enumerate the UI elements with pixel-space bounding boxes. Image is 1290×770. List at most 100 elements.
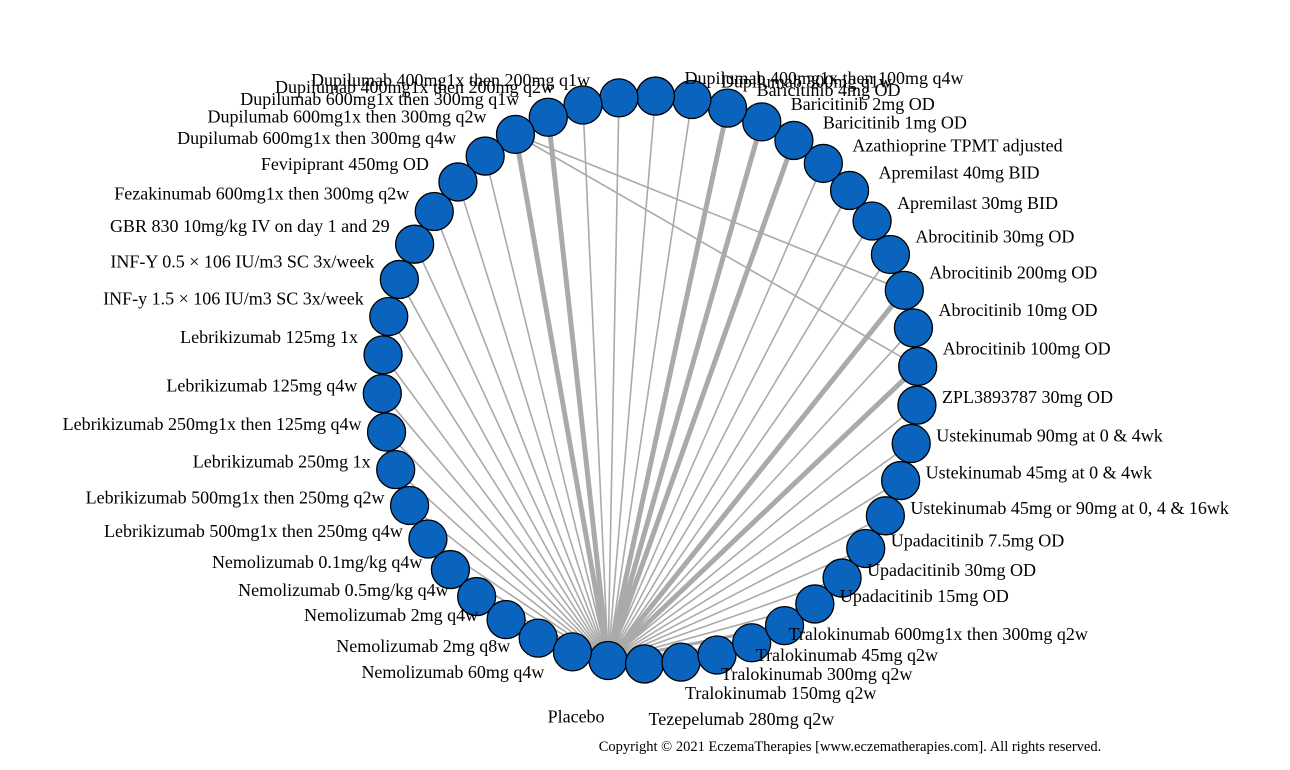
copyright-notice: Copyright © 2021 EczemaTherapies [www.ec… [598,739,1102,755]
node-dupi400_100q4w[interactable] [635,76,676,116]
node-nemo01[interactable] [430,549,471,590]
edge-placebo-abro200 [606,288,907,663]
node-tezep[interactable] [624,644,665,684]
node-label-fevi: Fevipiprant 450mg OD [261,154,429,174]
edge-placebo-abro10 [607,327,915,662]
node-label-nemo01: Nemolizumab 0.1mg/kg q4w [212,552,422,572]
node-nemo05[interactable] [456,576,497,617]
node-label-bari4: Baricitinib 4mg OD [757,80,901,100]
node-label-lebri500_250q2w: Lebrikizumab 500mg1x then 250mg q2w [86,487,385,507]
node-feza[interactable] [414,191,454,232]
edge-placebo-bari4 [605,107,731,662]
node-dupi600_300q2w[interactable] [495,114,536,155]
node-label-tralo600: Tralokinumab 600mg1x then 300mg q2w [789,624,1088,644]
node-label-tralo45: Tralokinumab 45mg q2w [756,645,938,665]
node-apre30[interactable] [852,201,892,241]
node-fevi[interactable] [438,162,478,202]
node-label-upa75: Upadacitinib 7.5mg OD [891,530,1064,550]
edge-placebo-upa75 [607,547,867,662]
edge-placebo-apre30 [607,220,873,661]
edge-dupi600_300q2w-abro200 [515,133,905,292]
node-upa15[interactable] [795,584,835,624]
edge-placebo-dupi400_200q1w [607,97,620,661]
node-upa75[interactable] [846,528,886,569]
node-label-dupi400_100q4w: Dupilumab 400mg1x then 100mg q4w [684,68,963,88]
node-label-nemo60: Nemolizumab 60mg q4w [361,662,544,682]
node-uste45[interactable] [880,460,921,501]
node-label-lebri250_125q4w: Lebrikizumab 250mg1x then 125mg q4w [63,414,362,434]
node-label-nemo2q4w: Nemolizumab 2mg q4w [304,605,478,625]
node-uste4590[interactable] [865,496,906,536]
edge-placebo-gbr [413,243,609,661]
node-apre40[interactable] [829,170,870,211]
edge-placebo-lebri250_125q4w [385,431,609,662]
node-lebri500_250q2w[interactable] [389,485,430,526]
node-label-nemo2q8w: Nemolizumab 2mg q8w [336,636,510,656]
node-label-infy05: INF-Y 0.5 × 106 IU/m3 SC 3x/week [110,251,374,271]
node-upa30[interactable] [822,558,862,598]
node-bari4[interactable] [707,88,748,128]
node-label-abro10: Abrocitinib 10mg OD [938,300,1097,320]
node-bari1[interactable] [774,120,814,161]
node-aza[interactable] [803,143,844,184]
node-label-placebo: Placebo [548,707,605,727]
node-dupi400_200q1w[interactable] [599,78,639,118]
node-lebri125q4w[interactable] [362,373,402,414]
node-tralo600[interactable] [764,605,805,646]
node-tralo150[interactable] [661,642,701,682]
node-abro200[interactable] [884,270,924,311]
node-abro10[interactable] [893,308,934,348]
node-lebri125_1x[interactable] [363,335,403,375]
node-label-infy15: INF-y 1.5 × 106 IU/m3 SC 3x/week [103,289,364,309]
node-label-dupi300q1w: Dupilumab 300mg q1w [721,71,892,91]
node-label-dupi400_200q2w: Dupilumab 400mg1x then 200mg q2w [275,77,554,97]
node-label-lebri500_250q4w: Lebrikizumab 500mg1x then 250mg q4w [104,521,403,541]
edge-placebo-dupi300q1w [607,99,693,661]
node-label-apre30: Apremilast 30mg BID [897,193,1058,213]
node-label-abro100: Abrocitinib 100mg OD [943,338,1111,358]
node-label-dupi600_300q2w: Dupilumab 600mg1x then 300mg q2w [207,106,486,126]
node-lebri250_125q4w[interactable] [366,412,407,452]
node-tralo300[interactable] [697,635,737,675]
node-tralo45[interactable] [732,623,772,663]
node-label-tralo150: Tralokinumab 150mg q2w [685,683,876,703]
node-label-bari2: Baricitinib 2mg OD [791,94,935,114]
node-abro30[interactable] [870,234,911,275]
edge-placebo-lebri125q4w [381,393,609,662]
node-uste90[interactable] [891,423,931,464]
node-nemo2q8w[interactable] [518,618,558,658]
edge-placebo-abro100 [606,364,920,663]
node-label-uste45: Ustekinumab 45mg at 0 & 4wk [926,463,1152,483]
node-nemo2q4w[interactable] [486,599,526,640]
edge-placebo-infy15 [388,316,609,661]
edge-placebo-lebri250_1x [395,469,609,662]
node-lebri250_1x[interactable] [376,449,416,490]
edge-placebo-bari1 [605,139,797,662]
node-label-gbr: GBR 830 10mg/kg IV on day 1 and 29 [110,216,390,236]
node-nemo60[interactable] [552,632,593,672]
node-label-upa30: Upadacitinib 30mg OD [867,560,1036,580]
node-abro100[interactable] [898,346,938,387]
edge-placebo-infy05 [398,279,609,661]
node-label-lebri250_1x: Lebrikizumab 250mg 1x [193,452,371,472]
node-label-dupi600_300q4w: Dupilumab 600mg1x then 300mg q4w [177,128,456,148]
node-dupi600_300q4w[interactable] [465,136,505,176]
edge-placebo-uste4590 [607,515,886,662]
node-label-aza: Azathioprine TPMT adjusted [852,135,1062,155]
node-infy05[interactable] [379,259,420,300]
node-zpl[interactable] [897,385,937,425]
node-lebri500_250q4w[interactable] [408,519,448,559]
edge-placebo-fevi [457,181,609,661]
node-label-lebri125q4w: Lebrikizumab 125mg q4w [166,376,357,396]
node-dupi400_200q2w[interactable] [563,85,603,125]
node-placebo[interactable] [588,640,628,681]
node-infy15[interactable] [369,296,409,337]
node-bari2[interactable] [742,102,782,142]
edge-placebo-dupi600_300q1w [545,116,611,661]
node-dupi600_300q1w[interactable] [528,97,568,137]
node-layer [362,76,938,684]
node-gbr[interactable] [394,224,435,264]
node-label-feza: Fezakinumab 600mg1x then 300mg q2w [114,184,409,204]
node-label-zpl: ZPL3893787 30mg OD [942,387,1113,407]
